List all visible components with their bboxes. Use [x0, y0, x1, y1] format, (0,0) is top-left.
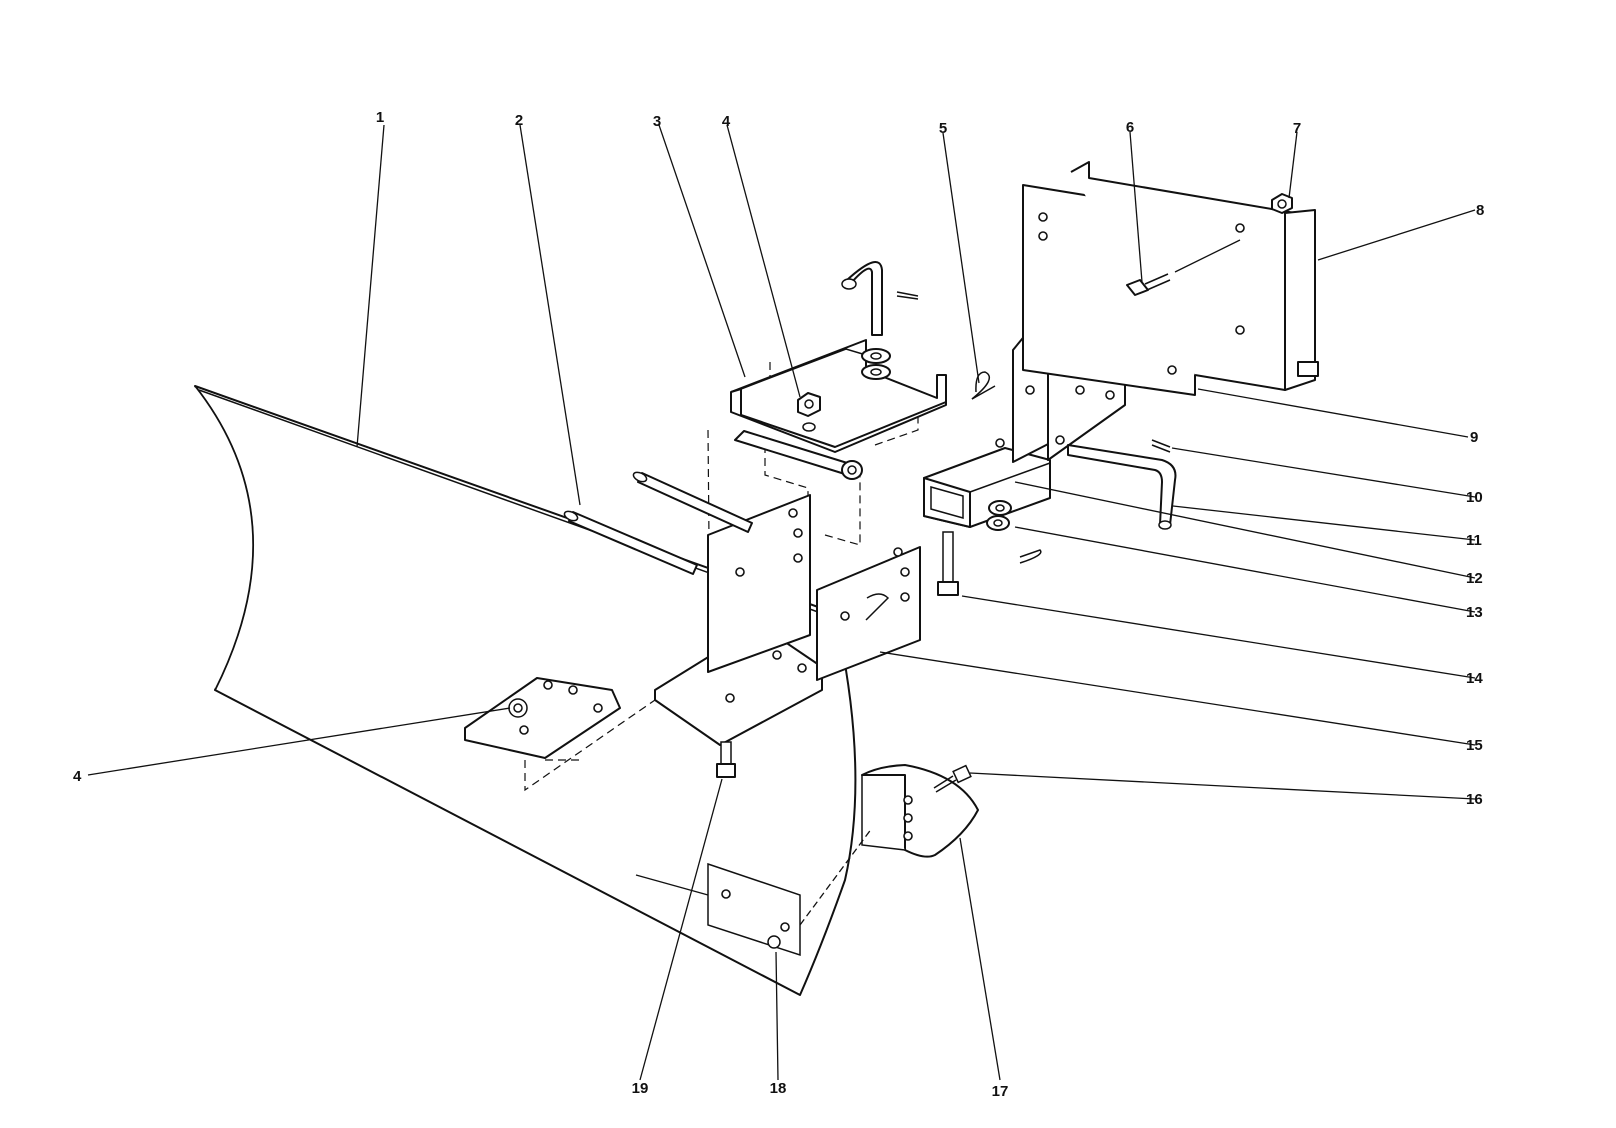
- callout-2: 2: [515, 112, 523, 129]
- callout-3: 3: [653, 113, 661, 130]
- stop-pin-lower: [1067, 439, 1177, 530]
- callout-15: 15: [1466, 737, 1483, 754]
- callout-16: 16: [1466, 791, 1483, 808]
- callout-6: 6: [1126, 119, 1134, 136]
- callout-4-lower: 4: [73, 768, 82, 785]
- blade-lower-plate: [635, 827, 873, 957]
- tractor-bracket: [1070, 161, 1319, 391]
- callout-19: 19: [632, 1080, 649, 1097]
- push-frame-tube: [923, 438, 1051, 528]
- bolt-19: [716, 741, 736, 778]
- callout-1: 1: [376, 109, 384, 126]
- callout-18: 18: [770, 1080, 787, 1097]
- callout-labels: 1 2 3 4 5 6 7 8 9 10 11 12 13 14 15 16 1…: [73, 109, 1484, 1100]
- callout-5: 5: [939, 120, 947, 137]
- bolt-14: [937, 531, 959, 596]
- nut-7: [1271, 193, 1293, 214]
- swivel-frame: [707, 494, 921, 681]
- stop-pin-upper: [841, 261, 919, 380]
- callout-4-upper: 4: [722, 113, 731, 130]
- callout-17: 17: [992, 1083, 1009, 1100]
- bolt-16: [933, 764, 972, 793]
- callout-10: 10: [1466, 489, 1483, 506]
- callout-7: 7: [1293, 120, 1301, 137]
- channel-nut: [797, 392, 821, 432]
- left-clamp-plate: [464, 677, 621, 759]
- callout-12: 12: [1466, 570, 1483, 587]
- callout-9: 9: [1470, 429, 1478, 446]
- hairpin-5: [971, 371, 996, 400]
- bolt-6: [1126, 239, 1241, 296]
- leader-lines: [87, 124, 1476, 1081]
- callout-8: 8: [1476, 202, 1484, 219]
- skid-shoe: [861, 764, 979, 858]
- callout-14: 14: [1466, 670, 1483, 687]
- callout-13: 13: [1466, 604, 1483, 621]
- callout-11: 11: [1466, 532, 1482, 549]
- pivot-pins: [563, 471, 753, 575]
- washers-13: [986, 500, 1042, 564]
- channel-bracket: [730, 339, 947, 480]
